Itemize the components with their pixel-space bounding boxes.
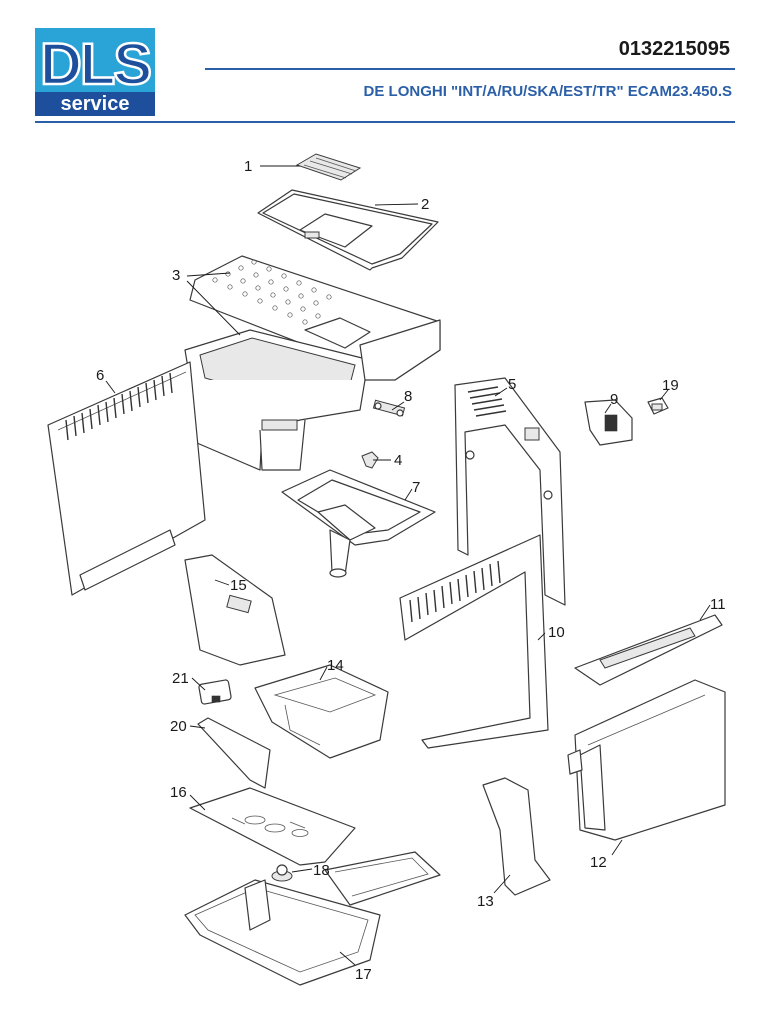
part-9-switch-assembly: [584, 399, 633, 446]
callout-7: 7: [404, 479, 420, 501]
callout-8: 8: [391, 388, 412, 411]
callout-12: 12: [590, 839, 623, 871]
callout-13: 13: [477, 874, 511, 910]
part-16-drip-tray-grille: [189, 787, 356, 866]
part-17-drip-tray: [184, 851, 441, 986]
part-11-water-tank-lid: [574, 614, 723, 686]
callout-6: 6: [96, 367, 116, 394]
callout-1-label: 1: [244, 158, 252, 175]
callout-16: 16: [170, 784, 206, 811]
svg-text:service: service: [61, 93, 130, 115]
callout-5-label: 5: [508, 376, 516, 393]
part-7-funnel: [281, 469, 436, 578]
part-number: 0132215095: [618, 38, 730, 60]
callout-20: 20: [170, 718, 206, 735]
callout-19: 19: [659, 377, 679, 401]
callout-19-label: 19: [662, 377, 679, 394]
part-19-connector: [647, 397, 669, 415]
part-4-clip: [361, 451, 379, 469]
callout-10-label: 10: [548, 624, 565, 641]
callout-2: 2: [374, 196, 429, 213]
callout-15: 15: [214, 577, 247, 594]
part-5-rear-frame: [454, 377, 566, 606]
callout-15-label: 15: [230, 577, 247, 594]
part-15-inner-panel: [184, 554, 286, 666]
callout-20-label: 20: [170, 718, 187, 735]
part-10-front-panel: [399, 534, 549, 749]
callouts: 1 2 3 4 5 6 7 8: [96, 158, 726, 983]
callout-13-label: 13: [477, 893, 494, 910]
callout-12-label: 12: [590, 854, 607, 871]
callout-5: 5: [494, 376, 516, 397]
callout-4: 4: [373, 452, 402, 469]
part-8-hinge: [372, 399, 406, 417]
callout-11-label: 11: [710, 596, 726, 613]
callout-6-label: 6: [96, 367, 104, 384]
callout-3: 3: [172, 267, 241, 336]
part-14-grounds-container: [254, 664, 389, 759]
callout-17: 17: [339, 951, 372, 983]
part-18-float: [271, 864, 293, 882]
callout-11: 11: [699, 596, 726, 621]
callout-9: 9: [604, 391, 618, 414]
header-rule-bottom: [35, 121, 735, 123]
svg-text:DLS: DLS: [40, 32, 150, 97]
callout-21-label: 21: [172, 670, 189, 687]
header-rule-top: [205, 68, 735, 70]
callout-10: 10: [537, 624, 565, 641]
callout-2-label: 2: [421, 196, 429, 213]
callout-3-label: 3: [172, 267, 180, 284]
part-2-top-cover: [257, 189, 439, 271]
callout-18: 18: [291, 862, 330, 879]
part-3-top-panel: [184, 255, 441, 471]
callout-7-label: 7: [412, 479, 420, 496]
callout-14: 14: [319, 657, 344, 681]
part-1-grille: [295, 153, 362, 181]
model-title: DE LONGHI "INT/A/RU/SKA/EST/TR" ECAM23.4…: [363, 83, 732, 100]
callout-1: 1: [244, 158, 300, 175]
part-13-front-cover: [482, 777, 551, 896]
part-21-small-cap: [198, 679, 232, 705]
callout-17-label: 17: [355, 966, 372, 983]
callout-21: 21: [172, 670, 206, 691]
perforation-pattern: [212, 259, 332, 325]
callout-9-label: 9: [610, 391, 618, 408]
callout-14-label: 14: [327, 657, 344, 674]
dls-service-logo: DLS service: [35, 28, 155, 116]
callout-16-label: 16: [170, 784, 187, 801]
callout-18-label: 18: [313, 862, 330, 879]
callout-4-label: 4: [394, 452, 402, 469]
part-12-water-tank: [567, 679, 726, 841]
callout-8-label: 8: [404, 388, 412, 405]
part-6-left-side-panel: [47, 361, 206, 596]
part-20-door: [197, 717, 271, 789]
